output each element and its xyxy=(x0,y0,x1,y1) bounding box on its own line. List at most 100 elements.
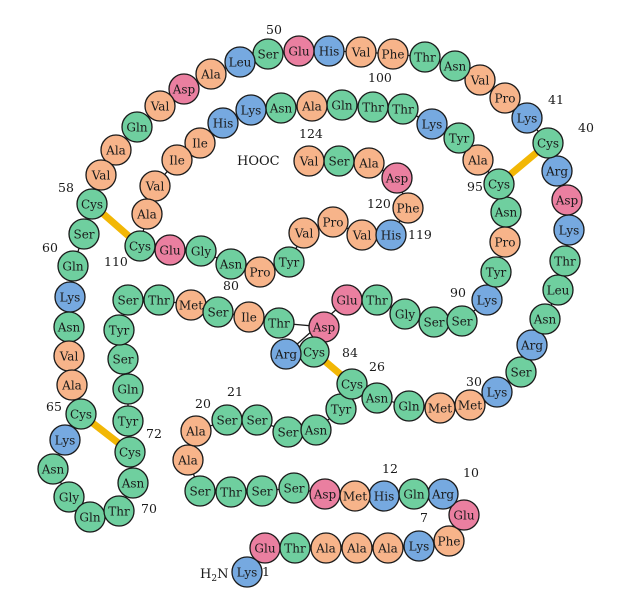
residue-47: Val xyxy=(345,36,377,68)
residue-116: Val xyxy=(288,217,320,249)
residue-label: Thr xyxy=(554,255,576,269)
residue-circle xyxy=(231,556,263,588)
residue-87: Thr xyxy=(361,284,393,316)
residue-81: Ile xyxy=(233,301,265,333)
residue-circle xyxy=(416,108,448,140)
residue-label: Lys xyxy=(241,104,262,118)
residue-label: Arg xyxy=(520,339,543,353)
residue-77: Ser xyxy=(112,284,144,316)
residue-label: Glu xyxy=(453,509,474,523)
residue-73: Tyr xyxy=(112,405,144,437)
residue-label: Met xyxy=(428,402,452,416)
residue-circle xyxy=(143,284,175,316)
residue-label: Tyr xyxy=(279,256,300,270)
residue-label: Ala xyxy=(177,454,198,468)
residue-number-1: 1 xyxy=(262,564,270,579)
residue-label: His xyxy=(374,490,394,504)
residue-circle xyxy=(246,475,278,507)
residue-label: Lys xyxy=(477,294,498,308)
residue-circle xyxy=(480,256,512,288)
residue-label: Gly xyxy=(191,245,211,259)
residue-label: Ser xyxy=(423,316,444,330)
residue-circle xyxy=(309,478,341,510)
residue-label: Asn xyxy=(443,60,467,74)
residue-circle xyxy=(516,329,548,361)
residue-label: Pro xyxy=(494,236,515,250)
residue-label: Ile xyxy=(169,154,185,168)
residue-number-50: 50 xyxy=(266,22,282,37)
residue-35: Leu xyxy=(542,274,574,306)
residue-18: Ser xyxy=(184,475,216,507)
residue-label: Val xyxy=(91,169,111,183)
residue-label: Ser xyxy=(283,482,304,496)
residue-label: Glu xyxy=(336,294,357,308)
residue-120: Phe xyxy=(392,192,424,224)
residue-circle xyxy=(65,398,97,430)
residue-circle xyxy=(112,373,144,405)
residue-circle xyxy=(341,532,373,564)
residue-label: Ser xyxy=(117,294,138,308)
residue-92: Tyr xyxy=(480,256,512,288)
residue-circle xyxy=(357,91,389,123)
residue-25: Tyr xyxy=(325,393,357,425)
residue-7: Lys xyxy=(403,530,435,562)
residue-circle xyxy=(462,144,494,176)
residue-circle xyxy=(185,235,217,267)
residue-94: Asn xyxy=(490,196,522,228)
residue-circle xyxy=(336,368,368,400)
residue-58: Cys xyxy=(76,188,108,220)
residue-label: Thr xyxy=(108,505,130,519)
residue-label: Leu xyxy=(229,56,252,70)
residue-label: Arg xyxy=(274,348,297,362)
residue-76: Tyr xyxy=(103,314,135,346)
c-terminus-label: HOOC xyxy=(237,154,280,169)
residue-8: Phe xyxy=(433,525,465,557)
residue-label: Tyr xyxy=(331,403,352,417)
residue-circle xyxy=(372,532,404,564)
residue-label: Cys xyxy=(341,378,363,392)
residue-36: Thr xyxy=(549,245,581,277)
residue-label: Gln xyxy=(331,99,352,113)
residue-circle xyxy=(202,296,234,328)
residue-104: Lys xyxy=(235,94,267,126)
residue-115: Tyr xyxy=(273,246,305,278)
residue-24: Asn xyxy=(300,414,332,446)
residue-circle xyxy=(235,94,267,126)
residue-5: Ala xyxy=(341,532,373,564)
residue-74: Gln xyxy=(112,373,144,405)
residue-circle xyxy=(114,436,146,468)
residue-19: Ala xyxy=(172,444,204,476)
residue-number-72: 72 xyxy=(146,426,162,441)
residue-106: Ile xyxy=(184,127,216,159)
residue-label: Leu xyxy=(547,284,570,298)
residue-27: Asn xyxy=(361,382,393,414)
residue-circle xyxy=(184,475,216,507)
residue-number-10: 10 xyxy=(463,465,479,480)
residue-circle xyxy=(293,145,325,177)
residue-label: Gln xyxy=(62,260,83,274)
residue-95: Cys xyxy=(483,168,515,200)
residue-label: Tyr xyxy=(118,415,139,429)
residue-label: Lys xyxy=(237,566,258,580)
residue-label: Cys xyxy=(303,346,325,360)
residue-11: Gln xyxy=(398,478,430,510)
residue-label: Phe xyxy=(382,48,405,62)
residue-88: Gly xyxy=(389,298,421,330)
residue-circle xyxy=(505,356,537,388)
residue-label: Val xyxy=(299,155,319,169)
residue-label: Asn xyxy=(533,313,557,327)
residue-circle xyxy=(241,404,273,436)
residue-label: Gln xyxy=(117,383,138,397)
residue-100: Thr xyxy=(357,91,389,123)
residue-label: Ser xyxy=(112,353,133,367)
residue-label: Tyr xyxy=(109,324,130,338)
residue-label: His xyxy=(319,45,339,59)
residue-circle xyxy=(161,144,193,176)
residue-label: Tyr xyxy=(486,266,507,280)
residue-label: Ala xyxy=(315,542,336,556)
residue-label: Ser xyxy=(189,485,210,499)
residue-circle xyxy=(361,382,393,414)
residue-34: Asn xyxy=(529,303,561,335)
residue-circle xyxy=(483,168,515,200)
